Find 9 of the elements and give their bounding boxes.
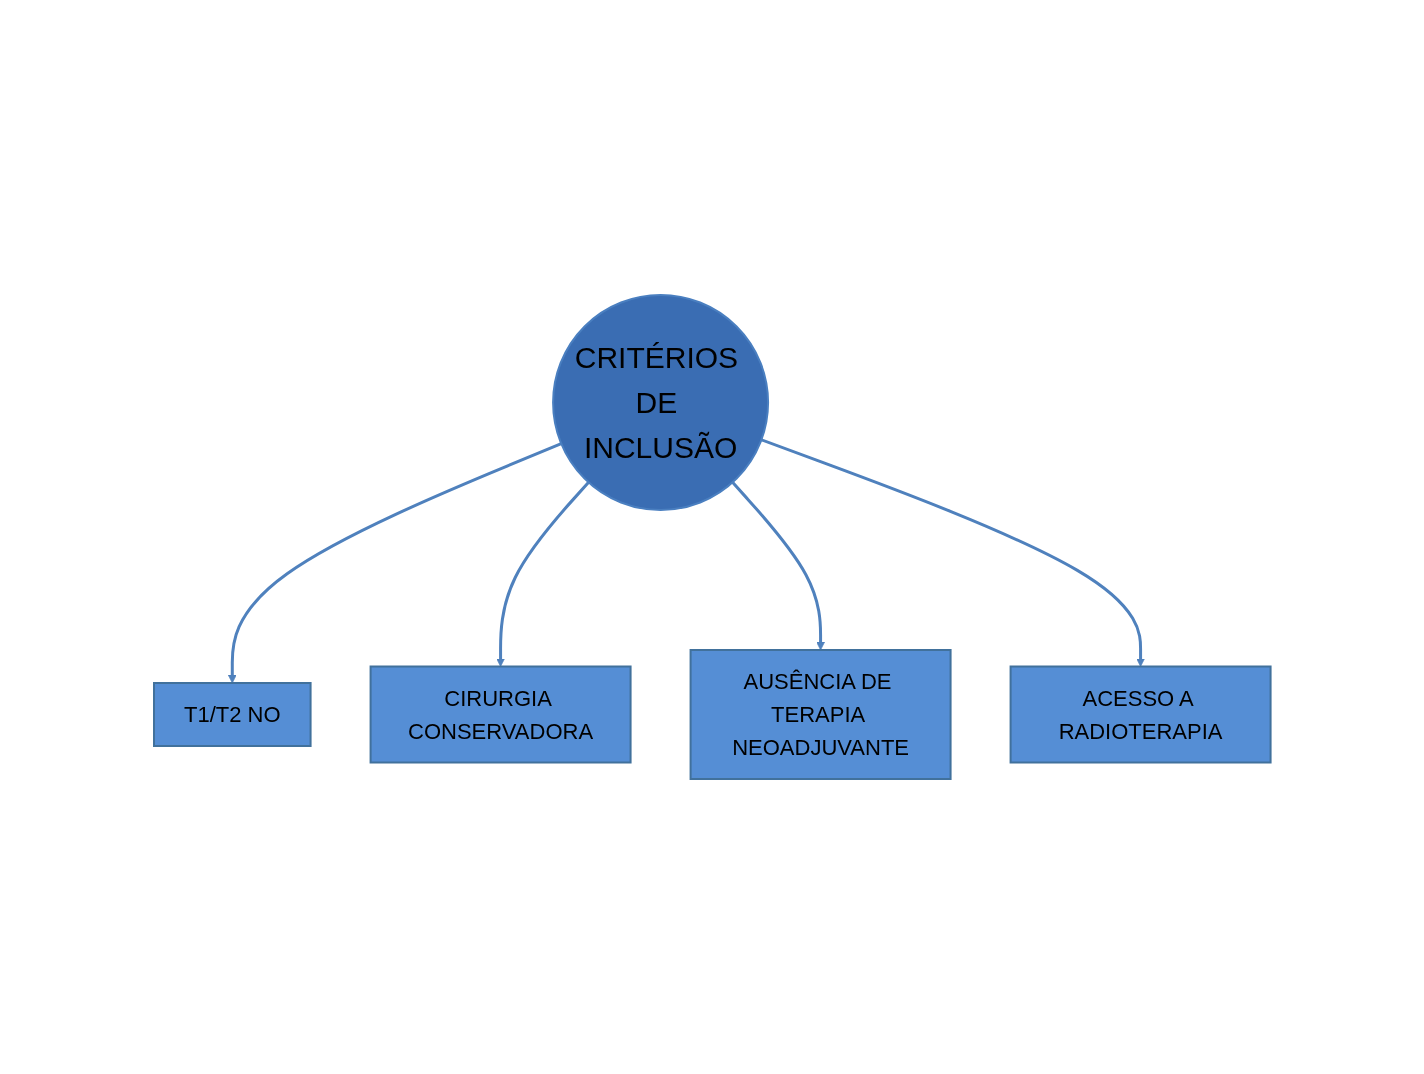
node-box: AUSÊNCIA DE TERAPIA NEOADJUVANTE <box>689 649 952 780</box>
node-box: ACESSO A RADIOTERAPIA <box>1009 665 1272 764</box>
node-circle: CRITÉRIOS DE INCLUSÃO <box>551 294 769 511</box>
arrow <box>760 438 1145 667</box>
node-box: CIRURGIA CONSERVADORA <box>369 665 632 764</box>
node-box: T1/T2 NO <box>152 682 312 747</box>
arrow <box>227 442 562 684</box>
arrow <box>731 481 825 651</box>
arrow <box>495 481 590 667</box>
